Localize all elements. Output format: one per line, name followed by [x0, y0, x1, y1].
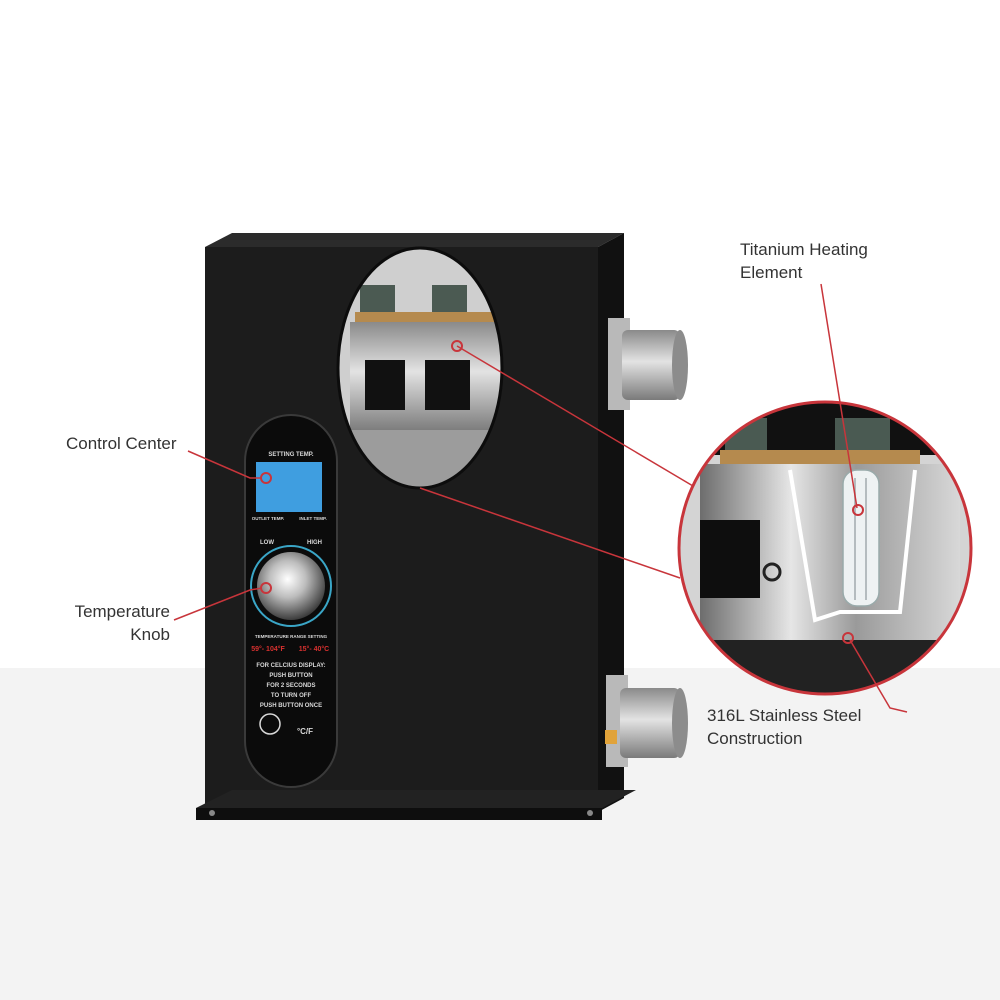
instruction-line: TO TURN OFF [271, 693, 312, 699]
svg-text:15°- 40°C: 15°- 40°C [299, 645, 330, 653]
control-center-line [187, 450, 262, 479]
instructions: FOR CELCIUS DISPLAY: PUSH BUTTON FOR 2 SEC… [256, 663, 325, 709]
svg-text:°C/F: °C/F [297, 727, 313, 736]
instruction-line: FOR CELCIUS DISPLAY: [256, 663, 325, 669]
zoom-detail-circle [677, 400, 973, 696]
zoom-line-top [456, 345, 694, 487]
zoom-line-bottom [419, 487, 681, 579]
power-button-icon [259, 713, 281, 735]
instruction-line: FOR 2 SECONDS [266, 683, 315, 689]
temperature-knob [257, 552, 325, 620]
svg-text:OUTLET TEMP.: OUTLET TEMP. [252, 516, 284, 521]
temperature-knob-label: Temperature Knob [74, 602, 170, 644]
cutaway-dot [451, 340, 463, 352]
stainless-steel-label: 316L Stainless Steel Construction [707, 706, 862, 748]
callout-dots [260, 340, 864, 644]
lower-pipe-fitting [605, 675, 688, 767]
temperature-knob-dot [260, 582, 272, 594]
svg-text:LOW: LOW [260, 540, 274, 546]
lcd-display [256, 462, 322, 512]
display-label: SETTING TEMP. [268, 452, 314, 458]
steel-dot [842, 632, 854, 644]
titanium-heating-element-label: Titanium Heating Element [740, 240, 868, 282]
svg-text:HIGH: HIGH [307, 540, 322, 546]
upper-pipe-fitting [608, 318, 688, 410]
instruction-line: PUSH BUTTON [269, 673, 312, 679]
titanium-line [820, 283, 858, 509]
svg-text:TEMPERATURE RANGE SETTING: TEMPERATURE RANGE SETTING [255, 634, 328, 639]
cutaway-window [336, 246, 504, 490]
temperature-knob-line [173, 587, 263, 621]
steel-line [849, 639, 908, 713]
control-center-label: Control Center [66, 434, 177, 453]
svg-text:59°- 104°F: 59°- 104°F [251, 645, 285, 653]
knob-ring [250, 545, 332, 627]
callout-lines [173, 283, 908, 713]
instruction-line: PUSH BUTTON ONCE [260, 703, 322, 709]
control-center-dot [260, 472, 272, 484]
control-panel: SETTING TEMP. OUTLET TEMP. INLET TEMP. L… [244, 414, 338, 788]
svg-text:INLET TEMP.: INLET TEMP. [299, 516, 326, 521]
titanium-dot [852, 504, 864, 516]
heater-body [196, 233, 636, 820]
